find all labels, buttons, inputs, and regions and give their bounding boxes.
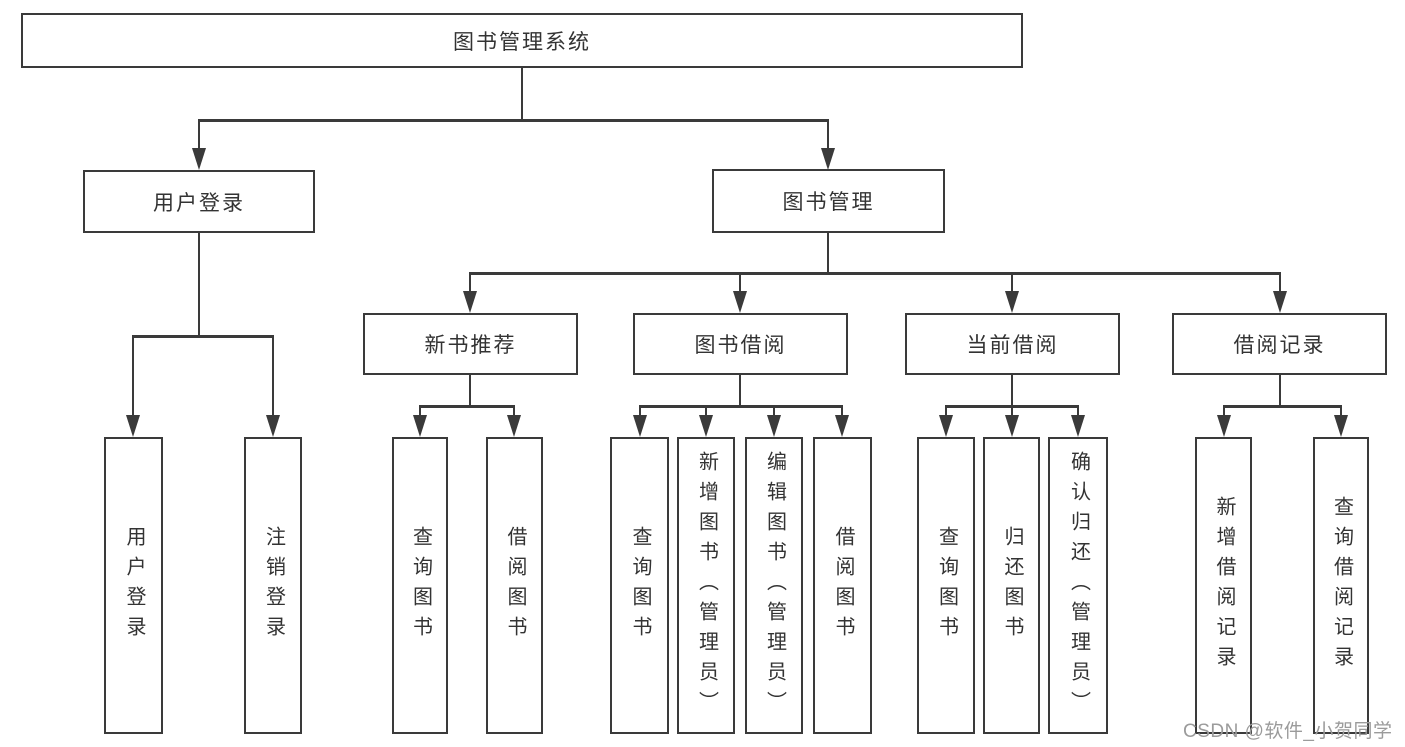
csdn-watermark: CSDN @软件_小贺同学 xyxy=(1183,721,1393,742)
node-book-management-label: 图书管理 xyxy=(782,191,875,214)
connector-parent-stem xyxy=(1278,375,1282,408)
node-library-system: 图书管理系统 xyxy=(21,13,1023,68)
connector-child-stem xyxy=(1010,272,1014,293)
connector-bus xyxy=(197,119,830,122)
node-current-borrowing-label: 当前借阅 xyxy=(966,334,1059,357)
arrowhead-down-icon xyxy=(1217,415,1231,437)
leaf-logout-label: 注销登录 xyxy=(262,525,285,646)
leaf-confirm-return-admin-label: 确认归还（管理员） xyxy=(1067,450,1090,721)
connector-child-stem xyxy=(418,405,422,417)
leaf-logout: 注销登录 xyxy=(244,437,302,734)
connector-parent-stem xyxy=(826,233,830,275)
connector-child-stem xyxy=(512,405,516,417)
node-user-login-label: 用户登录 xyxy=(153,191,245,215)
leaf-query-books-current-label: 查询图书 xyxy=(935,525,958,646)
leaf-query-borrow-record-label: 查询借阅记录 xyxy=(1330,495,1353,676)
node-borrowing-records: 借阅记录 xyxy=(1172,313,1387,375)
connector-child-stem xyxy=(704,405,708,417)
leaf-return-books-label: 归还图书 xyxy=(1001,525,1023,646)
connector-child-stem xyxy=(638,405,642,417)
leaf-user-login: 用户登录 xyxy=(104,437,163,734)
connector-child-stem xyxy=(826,119,830,150)
arrowhead-down-icon xyxy=(463,291,477,313)
arrowhead-down-icon xyxy=(835,415,849,437)
leaf-edit-books-admin: 编辑图书（管理员） xyxy=(745,437,803,734)
node-current-borrowing: 当前借阅 xyxy=(905,313,1120,375)
connector-child-stem xyxy=(772,405,776,417)
connector-bus xyxy=(638,405,844,408)
arrowhead-down-icon xyxy=(1273,291,1287,313)
leaf-query-books-recommend: 查询图书 xyxy=(392,437,448,734)
node-user-login: 用户登录 xyxy=(83,170,315,233)
node-new-book-recommend-label: 新书推荐 xyxy=(424,334,517,357)
leaf-edit-books-admin-label: 编辑图书（管理员） xyxy=(763,450,786,721)
leaf-borrow-books-recommend-label: 借阅图书 xyxy=(504,525,526,646)
node-book-borrowing-label: 图书借阅 xyxy=(694,334,787,357)
leaf-return-books: 归还图书 xyxy=(983,437,1040,734)
connector-bus xyxy=(468,272,1282,275)
connector-bus xyxy=(131,335,275,338)
node-library-system-label: 图书管理系统 xyxy=(453,30,591,54)
arrowhead-down-icon xyxy=(1005,415,1019,437)
connector-child-stem xyxy=(840,405,844,417)
arrowhead-down-icon xyxy=(1334,415,1348,437)
connector-parent-stem xyxy=(468,375,472,408)
arrowhead-down-icon xyxy=(733,291,747,313)
leaf-query-books-borrow: 查询图书 xyxy=(610,437,669,734)
arrowhead-down-icon xyxy=(699,415,713,437)
arrowhead-down-icon xyxy=(939,415,953,437)
connector-child-stem xyxy=(468,272,472,293)
leaf-add-borrow-record-label: 新增借阅记录 xyxy=(1213,495,1235,676)
connector-bus xyxy=(1222,405,1343,408)
connector-parent-stem xyxy=(738,375,742,408)
arrowhead-down-icon xyxy=(633,415,647,437)
arrowhead-down-icon xyxy=(126,415,140,437)
arrowhead-down-icon xyxy=(767,415,781,437)
connector-child-stem xyxy=(1339,405,1343,417)
connector-child-stem xyxy=(1278,272,1282,293)
connector-parent-stem xyxy=(520,68,524,122)
connector-child-stem xyxy=(1222,405,1226,417)
connector-parent-stem xyxy=(1010,375,1014,408)
leaf-add-borrow-record: 新增借阅记录 xyxy=(1195,437,1252,734)
node-borrowing-records-label: 借阅记录 xyxy=(1233,334,1326,357)
leaf-confirm-return-admin: 确认归还（管理员） xyxy=(1048,437,1108,734)
leaf-query-books-borrow-label: 查询图书 xyxy=(629,525,651,646)
connector-child-stem xyxy=(738,272,742,293)
node-book-management: 图书管理 xyxy=(712,169,945,233)
node-new-book-recommend: 新书推荐 xyxy=(363,313,578,375)
arrowhead-down-icon xyxy=(507,415,521,437)
leaf-add-books-admin: 新增图书（管理员） xyxy=(677,437,735,734)
leaf-query-books-recommend-label: 查询图书 xyxy=(409,525,432,646)
leaf-borrow-books-recommend: 借阅图书 xyxy=(486,437,543,734)
connector-child-stem xyxy=(271,335,275,417)
node-book-borrowing: 图书借阅 xyxy=(633,313,848,375)
connector-child-stem xyxy=(131,335,135,417)
connector-bus xyxy=(418,405,516,408)
leaf-query-borrow-record: 查询借阅记录 xyxy=(1313,437,1369,734)
arrowhead-down-icon xyxy=(1005,291,1019,313)
connector-child-stem xyxy=(944,405,948,417)
arrowhead-down-icon xyxy=(1071,415,1085,437)
leaf-borrow-books: 借阅图书 xyxy=(813,437,872,734)
connector-child-stem xyxy=(197,119,201,150)
arrowhead-down-icon xyxy=(266,415,280,437)
leaf-add-books-admin-label: 新增图书（管理员） xyxy=(695,450,718,721)
arrowhead-down-icon xyxy=(192,148,206,170)
arrowhead-down-icon xyxy=(413,415,427,437)
leaf-borrow-books-label: 借阅图书 xyxy=(832,525,854,646)
leaf-query-books-current: 查询图书 xyxy=(917,437,975,734)
connector-child-stem xyxy=(1076,405,1080,417)
arrowhead-down-icon xyxy=(821,148,835,170)
leaf-user-login-label: 用户登录 xyxy=(123,525,145,646)
connector-parent-stem xyxy=(197,233,201,338)
connector-child-stem xyxy=(1010,405,1014,417)
